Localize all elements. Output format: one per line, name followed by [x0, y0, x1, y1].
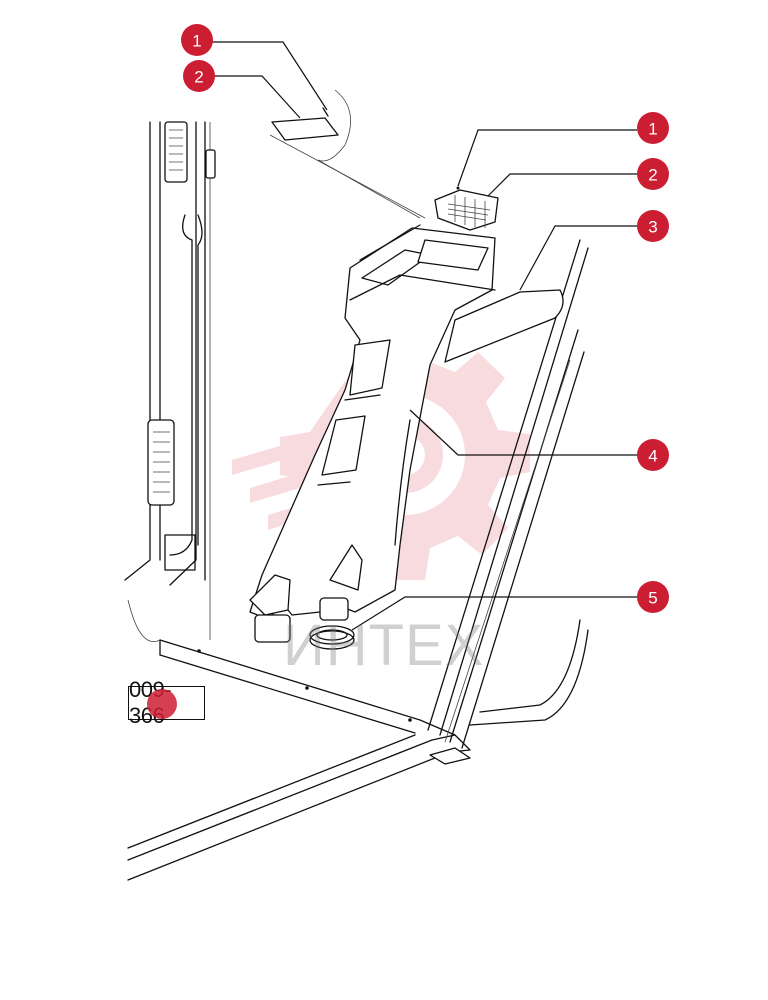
svg-text:4: 4 [648, 447, 657, 466]
cover-plate [271, 117, 339, 141]
leader-lines [212, 41, 637, 631]
detail-view [269, 89, 426, 219]
svg-text:5: 5 [648, 589, 657, 608]
window-frame [427, 239, 589, 765]
callout-1-detail: 1 [181, 24, 213, 56]
svg-text:3: 3 [648, 218, 657, 237]
callout-2-detail: 2 [183, 60, 215, 92]
cab-floor-frame [127, 599, 471, 881]
side-panel [444, 289, 564, 363]
drawing-code-marker [147, 689, 177, 719]
svg-text:1: 1 [648, 120, 657, 139]
svg-text:2: 2 [648, 166, 657, 185]
door-pillar [124, 121, 216, 640]
svg-text:1: 1 [192, 32, 201, 51]
callout-2: 2 [637, 158, 669, 190]
watermark-text: ИНТЕХ [283, 613, 485, 678]
air-duct [249, 224, 496, 643]
vent-grille [434, 186, 499, 231]
callout-4: 4 [637, 439, 669, 471]
callout-3: 3 [637, 210, 669, 242]
svg-text:2: 2 [194, 68, 203, 87]
ring-seal [309, 625, 355, 650]
callout-1: 1 [637, 112, 669, 144]
callout-5: 5 [637, 581, 669, 613]
